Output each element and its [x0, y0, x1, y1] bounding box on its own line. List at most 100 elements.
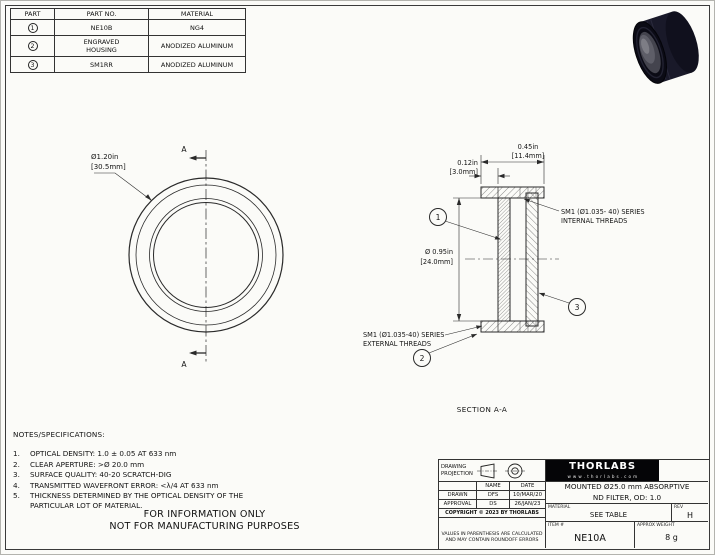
front-view: A A Ø1.20in [30.5mm]	[91, 145, 284, 369]
note-item-2: 2. CLEAR APERTURE: >Ø 20.0 mm	[13, 460, 343, 470]
logo-cell: THORLABS w w w . t h o r l a b s . c o m	[546, 460, 708, 482]
parts-table: PART PART NO. MATERIAL 1 NE10B NG4 2 ENG…	[10, 8, 246, 73]
part-balloon-3: 3	[27, 59, 38, 70]
drawing-title: MOUNTED Ø25.0 mm ABSORPTIVE ND FILTER, O…	[546, 482, 708, 504]
projection-label: DRAWING PROJECTION	[441, 463, 473, 477]
svg-text:[3.0mm]: [3.0mm]	[450, 168, 478, 176]
rev-label: REV	[674, 505, 684, 510]
name-header: NAME	[477, 482, 510, 491]
svg-text:1: 1	[436, 213, 441, 222]
info-disclaimer: FOR INFORMATION ONLY NOT FOR MANUFACTURI…	[87, 509, 322, 533]
projection-cell: DRAWING PROJECTION	[439, 460, 546, 482]
section-title: SECTION A-A	[457, 405, 507, 414]
header-part: PART	[10, 8, 55, 20]
notes-section: NOTES/SPECIFICATIONS: 1. OPTICAL DENSITY…	[13, 430, 343, 511]
section-arrow-bottom	[189, 350, 206, 356]
notes-title: NOTES/SPECIFICATIONS:	[13, 430, 105, 439]
logo-wordmark: THORLABS	[569, 461, 636, 473]
aperture-dimension: Ø 0.95in [24.0mm]	[420, 197, 496, 322]
material-cell: ANODIZED ALUMINUM	[148, 56, 246, 73]
balloon-3: 3	[538, 292, 586, 316]
external-threads-annotation: SM1 (Ø1.035-40) SERIES EXTERNAL THREADS	[363, 325, 483, 348]
item-value: NE10A	[574, 532, 606, 544]
item-cell: ITEM # NE10A	[546, 522, 635, 548]
date-header: DATE	[510, 482, 546, 491]
note-number: 3.	[13, 470, 20, 479]
balloon-2: 2	[413, 333, 478, 367]
material-value: SEE TABLE	[589, 511, 628, 519]
part-cell: 1	[10, 19, 55, 36]
filter-section	[497, 197, 511, 322]
title-block: DRAWING PROJECTION NAME DATE DRAWN DFS 1…	[438, 459, 710, 550]
drawn-date: 10/MAR/20	[510, 491, 546, 500]
parts-table-row-2: 2 ENGRAVED HOUSING ANODIZED ALUMINUM	[10, 35, 246, 57]
retaining-ring-section	[525, 192, 539, 327]
outer-diameter-dimension: Ø1.20in [30.5mm]	[91, 153, 152, 201]
part-no-cell: SM1RR	[54, 56, 149, 73]
note-item-5: 5. THICKNESS DETERMINED BY THE OPTICAL D…	[13, 491, 343, 510]
svg-text:3: 3	[575, 303, 580, 312]
drawn-name: DFS	[477, 491, 510, 500]
approval-date: 26/JAN/23	[510, 500, 546, 509]
parts-table-header-row: PART PART NO. MATERIAL	[10, 8, 246, 20]
part-cell: 2	[10, 35, 55, 57]
part-no-cell: NE10B	[54, 19, 149, 36]
product-photo	[632, 11, 699, 84]
parts-table-row-3: 3 SM1RR ANODIZED ALUMINUM	[10, 56, 246, 73]
header-part-no: PART NO.	[54, 8, 149, 20]
section-letter-top: A	[181, 145, 187, 154]
material-label: MATERIAL	[548, 505, 571, 510]
weight-value: 8 g	[665, 533, 678, 542]
weight-label: APPROX WEIGHT	[637, 523, 675, 528]
svg-text:Ø 0.95in: Ø 0.95in	[425, 248, 453, 256]
values-note: VALUES IN PARENTHESIS ARE CALCULATED AND…	[439, 518, 546, 548]
website-url: w w w . t h o r l a b s . c o m	[567, 473, 638, 479]
part-balloon-2: 2	[27, 41, 38, 51]
drawing-title-line2: ND FILTER, OD: 1.0	[592, 492, 662, 502]
balloon-1: 1	[429, 208, 501, 240]
svg-text:0.45in: 0.45in	[518, 143, 539, 151]
material-cell: NG4	[148, 19, 246, 36]
names-table-blank	[439, 482, 477, 491]
note-text: OPTICAL DENSITY: 1.0 ± 0.05 AT 633 nm	[30, 449, 177, 458]
part-no-cell: ENGRAVED HOUSING	[54, 35, 149, 57]
internal-threads-annotation: SM1 (Ø1.035- 40) SERIES INTERNAL THREADS	[523, 198, 645, 225]
svg-text:SM1 (Ø1.035- 40) SERIES: SM1 (Ø1.035- 40) SERIES	[561, 208, 645, 216]
note-text: CLEAR APERTURE: >Ø 20.0 mm	[30, 459, 145, 469]
note-text: TRANSMITTED WAVEFRONT ERROR: <λ/4 AT 633…	[30, 480, 219, 490]
drawn-label: DRAWN	[439, 491, 477, 500]
copyright-notice: COPYRIGHT © 2023 BY THORLABS	[439, 509, 546, 518]
note-number: 5.	[13, 491, 20, 500]
rev-cell: REV H	[672, 504, 708, 522]
part-balloon-1: 1	[27, 22, 38, 33]
approval-label: APPROVAL	[439, 500, 477, 509]
svg-text:SM1 (Ø1.035-40) SERIES: SM1 (Ø1.035-40) SERIES	[363, 331, 444, 339]
third-angle-projection-icon	[476, 462, 525, 479]
svg-text:EXTERNAL THREADS: EXTERNAL THREADS	[363, 340, 431, 348]
svg-text:2: 2	[420, 354, 425, 363]
material-cell: ANODIZED ALUMINUM	[148, 35, 246, 57]
approval-name: DS	[477, 500, 510, 509]
section-arrow-top	[189, 155, 206, 161]
info-line1: FOR INFORMATION ONLY	[143, 509, 266, 520]
note-text: THICKNESS DETERMINED BY THE OPTICAL DENS…	[30, 491, 244, 510]
thorlabs-logo: THORLABS w w w . t h o r l a b s . c o m	[546, 460, 659, 481]
drawing-title-line1: MOUNTED Ø25.0 mm ABSORPTIVE	[564, 482, 690, 492]
svg-text:0.12in: 0.12in	[457, 159, 478, 167]
note-item-3: 3. SURFACE QUALITY: 40-20 SCRATCH-DIG	[13, 470, 343, 480]
note-item-1: 1. OPTICAL DENSITY: 1.0 ± 0.05 AT 633 nm	[13, 449, 343, 459]
part-cell: 3	[10, 56, 55, 73]
note-number: 2.	[13, 459, 20, 469]
item-label: ITEM #	[548, 523, 565, 528]
svg-text:INTERNAL THREADS: INTERNAL THREADS	[561, 217, 627, 225]
note-text: SURFACE QUALITY: 40-20 SCRATCH-DIG	[30, 470, 172, 479]
svg-text:[30.5mm]: [30.5mm]	[91, 163, 126, 171]
svg-text:Ø1.20in: Ø1.20in	[91, 153, 118, 161]
total-length-dimension: 0.45in [11.4mm]	[480, 143, 544, 184]
section-letter-bottom: A	[181, 360, 187, 369]
rev-value: H	[686, 510, 693, 520]
parts-table-row-1: 1 NE10B NG4	[10, 19, 246, 36]
section-view: 0.45in [11.4mm] 0.12in [3.0mm] Ø 0	[363, 143, 645, 414]
